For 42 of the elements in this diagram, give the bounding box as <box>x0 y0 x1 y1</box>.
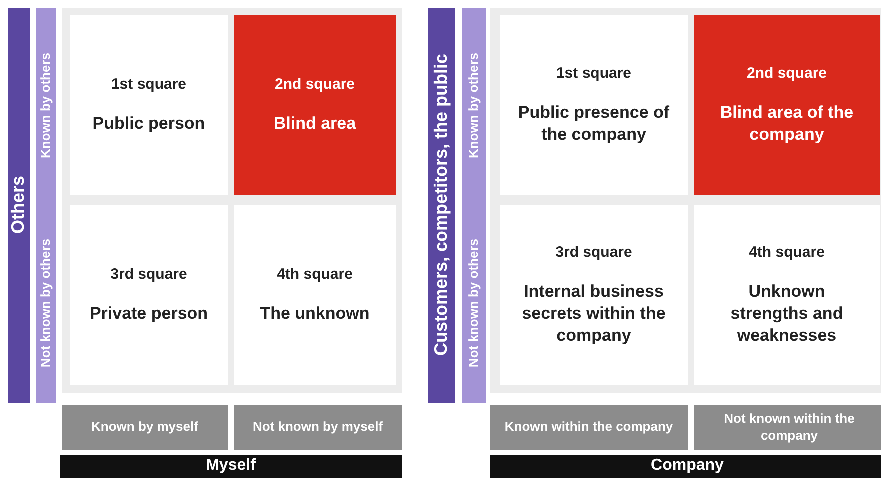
quadrant-title: 4th square <box>277 265 353 285</box>
axis-label: Not known within the company <box>723 410 856 444</box>
quadrant-title: 2nd square <box>746 64 828 84</box>
column-band <box>694 405 881 450</box>
quadrant-text: Public presence of the company <box>517 102 671 146</box>
axis-band <box>462 203 486 403</box>
axis-bar <box>428 8 455 403</box>
axis-label: Known by others <box>466 52 482 158</box>
quadrant-text: Public person <box>92 112 206 135</box>
quadrant-card <box>694 15 880 195</box>
axis-label: Not known by others <box>38 238 54 368</box>
axis-bar <box>490 455 881 478</box>
axis-band <box>36 8 56 203</box>
quadrant-text: The unknown <box>260 302 370 325</box>
quadrant-text: Internal business secrets within the company <box>521 280 667 347</box>
axis-bar <box>60 455 402 478</box>
axis-label: Known by others <box>38 52 54 158</box>
axis-label: Others <box>7 176 30 235</box>
axis-band <box>462 8 486 203</box>
column-band <box>62 405 228 450</box>
axis-bar <box>8 8 30 403</box>
axis-label: Not known by myself <box>252 419 384 436</box>
column-band <box>234 405 402 450</box>
axis-band <box>36 203 56 403</box>
quadrant-text: Blind area <box>274 112 356 135</box>
axis-label: Company <box>651 456 724 476</box>
quadrant-title: 4th square <box>749 243 825 263</box>
axis-label: Not known by others <box>466 238 482 368</box>
axis-label: Myself <box>206 456 256 476</box>
quadrant-text: Unknown strengths and weaknesses <box>730 280 844 347</box>
quadrant-title: 2nd square <box>274 75 356 95</box>
quadrant-text: Private person <box>90 302 208 325</box>
quadrant-text: Blind area of the company <box>719 102 855 146</box>
column-band <box>490 405 688 450</box>
axis-label: Known within the company <box>504 419 674 436</box>
quadrant-title: 1st square <box>556 64 632 84</box>
quadrant-title: 3rd square <box>110 265 188 285</box>
quadrant-title: 3rd square <box>556 243 632 263</box>
axis-label: Customers, competitors, the public <box>430 54 452 357</box>
quadrant-card <box>234 15 396 195</box>
quadrant-title: 1st square <box>111 75 187 95</box>
axis-label: Known by myself <box>92 419 198 436</box>
